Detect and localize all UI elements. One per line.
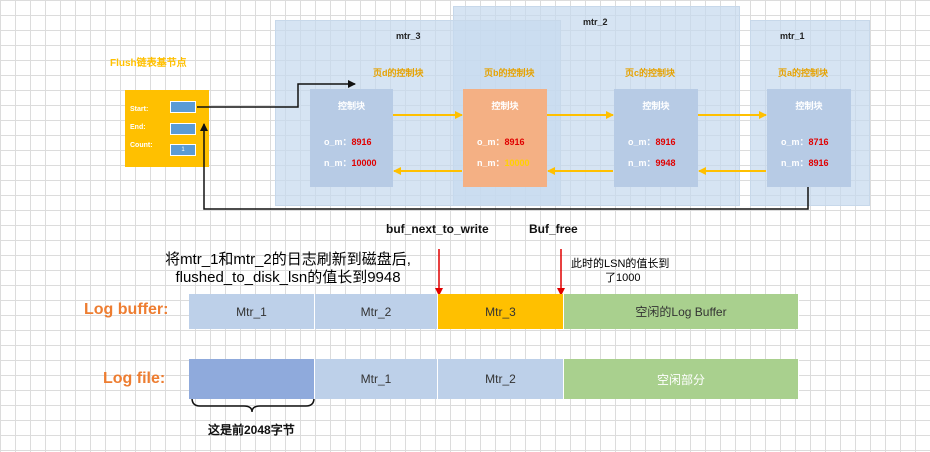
n-m-row: n_m：10000 [477,156,543,169]
lsn-note-line2: 了1000 [605,272,641,284]
first-bytes-note: 这是前2048字节 [208,423,295,437]
o-m-label: o_m： [477,137,505,147]
flushed-note-line2: flushed_to_disk_lsn的值长到9948 [175,269,401,286]
mtr-2-label: mtr_2 [583,17,608,27]
count-value: 1 [170,144,196,156]
o-m-row: o_m：8716 [781,135,847,148]
o-m-value: 8916 [504,137,525,147]
end-arrow [200,123,809,210]
log-buffer-mtr3: Mtr_3 [438,294,564,329]
log-buffer-mtr2: Mtr_2 [315,294,438,329]
page-a-title: 页a的控制块 [778,68,829,78]
flushed-note-line1: 将mtr_1和mtr_2的日志刷新到磁盘后, [165,251,411,268]
n-m-value: 9948 [655,158,676,168]
n-m-row: n_m：8916 [781,156,847,169]
end-label: End: [130,124,146,131]
mtr-3-label: mtr_3 [396,31,421,41]
n-m-label: n_m： [628,158,656,168]
o-m-row: o_m：8916 [477,135,543,148]
n-m-value: 10000 [504,158,530,168]
log-file-mtr1: Mtr_1 [315,359,438,399]
o-m-value: 8916 [655,137,676,147]
log-file-mtr2: Mtr_2 [438,359,564,399]
page-d-title: 页d的控制块 [373,68,424,78]
page-c-control-block: 控制块 o_m：8916 n_m：9948 [614,89,698,187]
n-m-value: 8916 [808,158,829,168]
o-m-label: o_m： [628,137,656,147]
o-m-row: o_m：8916 [324,135,389,148]
mtr-1-label: mtr_1 [780,31,805,41]
log-buffer-mtr1: Mtr_1 [189,294,315,329]
control-block-head: 控制块 [337,101,365,111]
o-m-label: o_m： [781,137,809,147]
log-file-free: 空闲部分 [564,359,799,399]
n-m-row: n_m：9948 [628,156,694,169]
flush-list-base-node: Start: End: Count: 1 [125,90,209,167]
o-m-label: o_m： [324,137,352,147]
start-arrow [197,80,356,108]
first-bytes-brace [191,397,315,413]
log-buffer-label: Log buffer: [84,301,169,318]
count-label: Count: [130,142,153,149]
control-block-head: 控制块 [491,101,519,111]
end-pointer-box [170,123,196,135]
buf-free-label: Buf_free [529,222,578,236]
log-file-first-bytes [189,359,315,399]
log-buffer-free: 空闲的Log Buffer [564,294,799,329]
lsn-note: 此时的LSN的值长到 了1000 [571,257,669,285]
o-m-value: 8716 [808,137,829,147]
n-m-label: n_m： [477,158,505,168]
page-b-control-block: 控制块 o_m：8916 n_m：10000 [463,89,547,187]
start-label: Start: [130,106,149,113]
page-a-control-block: 控制块 o_m：8716 n_m：8916 [767,89,851,187]
n-m-label: n_m： [324,158,352,168]
flushed-note: 将mtr_1和mtr_2的日志刷新到磁盘后, flushed_to_disk_l… [138,251,438,287]
control-block-head: 控制块 [642,101,670,111]
o-m-row: o_m：8916 [628,135,694,148]
start-pointer-box [170,101,196,113]
buf-next-to-write-label: buf_next_to_write [386,222,489,236]
page-c-title: 页c的控制块 [625,68,676,78]
control-block-head: 控制块 [795,101,823,111]
flush-node-title: Flush链表基节点 [110,58,187,69]
log-file-label: Log file: [103,370,166,387]
page-b-title: 页b的控制块 [484,68,535,78]
n-m-label: n_m： [781,158,809,168]
n-m-value: 10000 [351,158,377,168]
lsn-note-line1: 此时的LSN的值长到 [571,258,670,270]
o-m-value: 8916 [351,137,372,147]
page-d-control-block: 控制块 o_m：8916 n_m：10000 [310,89,393,187]
n-m-row: n_m：10000 [324,156,389,169]
